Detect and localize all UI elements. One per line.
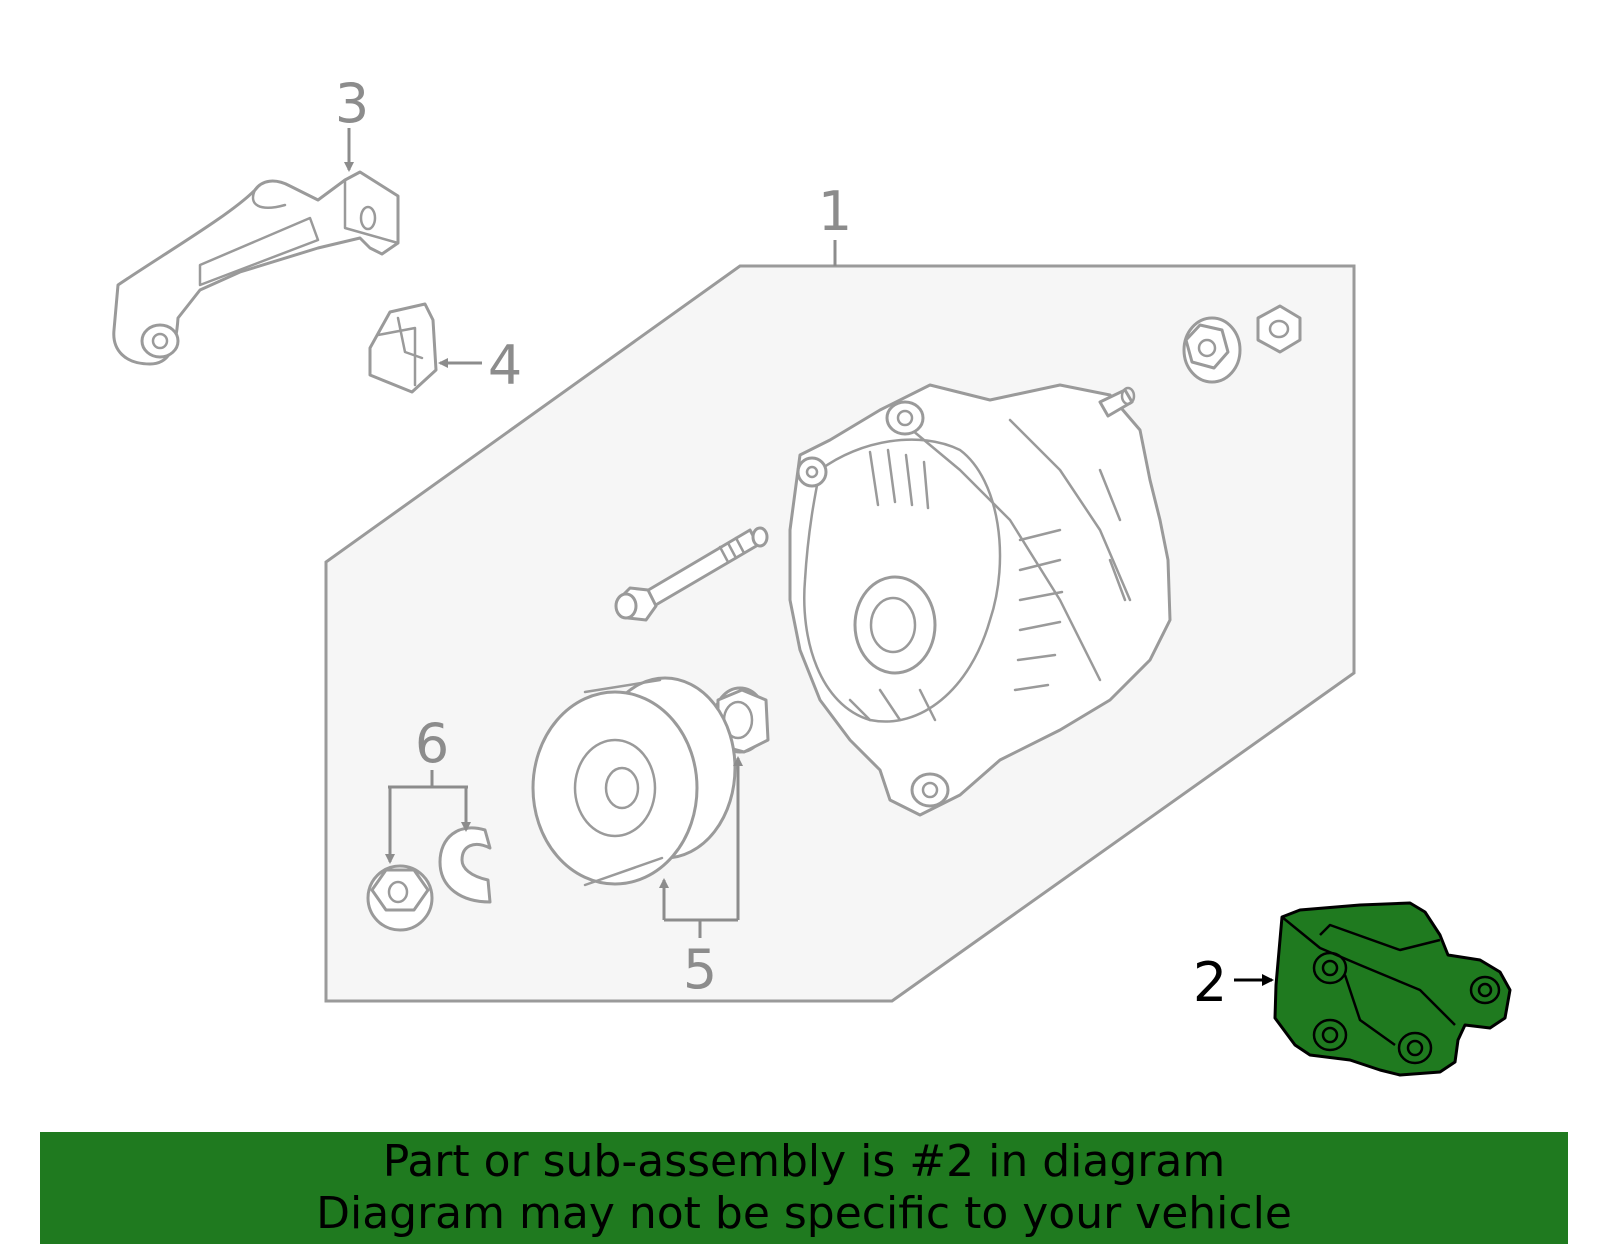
nut-upper-large <box>1182 316 1242 384</box>
banner-line-1: Part or sub-assembly is #2 in diagram <box>382 1136 1226 1187</box>
callout-3[interactable]: 3 <box>335 72 369 172</box>
part-5-pulley[interactable] <box>531 676 737 887</box>
callout-1-label: 1 <box>818 180 852 243</box>
long-bolt <box>614 526 769 622</box>
part-2-mounting-bracket[interactable] <box>1273 901 1512 1077</box>
banner-line-2: Diagram may not be specific to your vehi… <box>316 1188 1292 1239</box>
callout-6-label: 6 <box>415 712 449 775</box>
part-4-clip[interactable] <box>368 302 438 394</box>
part-1-alternator[interactable] <box>614 304 1302 817</box>
callout-1[interactable]: 1 <box>818 180 852 266</box>
nut-upper-small <box>1256 304 1302 354</box>
callout-5-label: 5 <box>683 938 717 1001</box>
part-3-bracket-arm[interactable] <box>112 170 400 366</box>
callout-5[interactable]: 5 <box>664 756 743 1001</box>
callout-4-label: 4 <box>488 334 522 397</box>
part-6-nut-washer[interactable] <box>366 826 492 932</box>
callout-6[interactable]: 6 <box>385 712 471 864</box>
callout-2-label: 2 <box>1193 951 1227 1014</box>
callout-3-label: 3 <box>335 72 369 135</box>
info-banner: Part or sub-assembly is #2 in diagram Di… <box>40 1132 1568 1244</box>
callout-4[interactable]: 4 <box>438 334 522 397</box>
callout-2[interactable]: 2 <box>1193 951 1274 1014</box>
